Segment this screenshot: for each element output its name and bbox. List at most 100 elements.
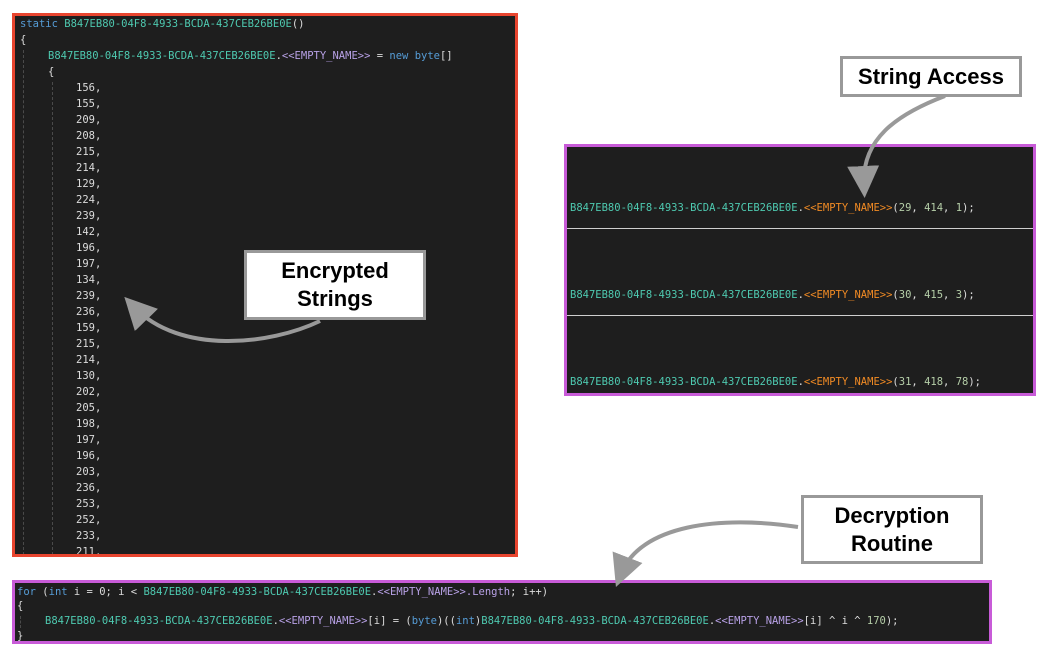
byte-comma: , bbox=[94, 466, 102, 478]
array-brackets: [] bbox=[439, 50, 453, 62]
encrypted-byte-value: 214, bbox=[76, 352, 101, 368]
indent-guide bbox=[52, 82, 53, 554]
byte-comma: , bbox=[94, 162, 102, 174]
for-loop-header: for (int i = 0; i < B847EB80-04F8-4933-B… bbox=[17, 584, 548, 600]
loop-init: i = 0; i < bbox=[67, 586, 144, 598]
callout-line: Encrypted bbox=[281, 258, 389, 283]
callout-line: String Access bbox=[858, 63, 1004, 89]
row-separator bbox=[567, 228, 1033, 229]
arg-length: 3 bbox=[955, 289, 963, 301]
encrypted-strings-code-panel: static B847EB80-04F8-4933-BCDA-437CEB26B… bbox=[12, 13, 518, 557]
row-separator bbox=[567, 315, 1033, 316]
encrypted-byte-value: 214, bbox=[76, 160, 101, 176]
byte-comma: , bbox=[94, 530, 102, 542]
byte-array-assignment: B847EB80-04F8-4933-BCDA-437CEB26BE0E.<<E… bbox=[48, 48, 453, 64]
arg-comma: , bbox=[943, 202, 956, 214]
encrypted-byte-value: 205, bbox=[76, 400, 101, 416]
encrypted-byte-value: 196, bbox=[76, 448, 101, 464]
byte-number: 203 bbox=[76, 466, 95, 478]
method-name: <<EMPTY_NAME>> bbox=[803, 376, 893, 388]
new-keyword: new bbox=[389, 50, 409, 62]
class-name: B847EB80-04F8-4933-BCDA-437CEB26BE0E bbox=[570, 289, 798, 301]
byte-comma: , bbox=[94, 418, 102, 430]
arg-comma: , bbox=[911, 289, 925, 301]
assign-equals: = bbox=[370, 50, 390, 62]
encrypted-byte-value: 236, bbox=[76, 304, 101, 320]
encrypted-byte-value: 253, bbox=[76, 496, 101, 512]
class-name: B847EB80-04F8-4933-BCDA-437CEB26BE0E bbox=[64, 18, 292, 30]
encrypted-byte-value: 159, bbox=[76, 320, 101, 336]
encrypted-byte-value: 203, bbox=[76, 464, 101, 480]
open-paren: ( bbox=[892, 289, 899, 301]
indent-guide bbox=[20, 616, 21, 628]
member-dot: . bbox=[272, 615, 279, 627]
arg-comma: , bbox=[943, 376, 956, 388]
byte-number: 134 bbox=[76, 274, 95, 286]
string-access-call: B847EB80-04F8-4933-BCDA-437CEB26BE0E.<<E… bbox=[570, 200, 975, 216]
statement-end: ); bbox=[885, 615, 899, 627]
callout-line: Routine bbox=[851, 530, 933, 556]
byte-number: 129 bbox=[76, 178, 95, 190]
byte-number: 253 bbox=[76, 498, 95, 510]
decryption-routine-arrow bbox=[612, 520, 799, 588]
byte-comma: , bbox=[94, 258, 102, 270]
class-name: B847EB80-04F8-4933-BCDA-437CEB26BE0E bbox=[481, 615, 709, 627]
byte-comma: , bbox=[94, 402, 102, 414]
byte-comma: , bbox=[94, 130, 102, 142]
arg-index: 29 bbox=[898, 202, 912, 214]
encrypted-strings-arrow bbox=[124, 296, 321, 343]
loop-open-brace: { bbox=[17, 600, 24, 612]
string-access-callout: String Access bbox=[840, 56, 1022, 97]
byte-number: 236 bbox=[76, 482, 95, 494]
byte-number: 224 bbox=[76, 194, 95, 206]
open-paren: ( bbox=[892, 376, 899, 388]
encrypted-byte-value: 202, bbox=[76, 384, 101, 400]
int-keyword: int bbox=[455, 615, 475, 627]
byte-comma: , bbox=[94, 98, 102, 110]
string-access-call: B847EB80-04F8-4933-BCDA-437CEB26BE0E.<<E… bbox=[570, 374, 981, 390]
byte-number: 155 bbox=[76, 98, 95, 110]
byte-comma: , bbox=[94, 82, 102, 94]
close-paren: ); bbox=[962, 289, 975, 301]
byte-number: 196 bbox=[76, 450, 95, 462]
string-access-arrow bbox=[847, 94, 946, 198]
method-name: <<EMPTY_NAME>> bbox=[803, 289, 893, 301]
encrypted-byte-value: 129, bbox=[76, 176, 101, 192]
encrypted-byte-value: 252, bbox=[76, 512, 101, 528]
class-name: B847EB80-04F8-4933-BCDA-437CEB26BE0E bbox=[570, 376, 798, 388]
byte-comma: , bbox=[94, 242, 102, 254]
byte-comma: , bbox=[94, 290, 102, 302]
byte-number: 211 bbox=[76, 546, 95, 557]
byte-number: 239 bbox=[76, 210, 95, 222]
cast-close: ) bbox=[474, 615, 482, 627]
call-dot: . bbox=[797, 202, 804, 214]
encrypted-byte-value: 233, bbox=[76, 528, 101, 544]
byte-number: 214 bbox=[76, 354, 95, 366]
byte-number: 239 bbox=[76, 290, 95, 302]
encrypted-byte-value: 134, bbox=[76, 272, 101, 288]
byte-comma: , bbox=[94, 322, 102, 334]
encrypted-byte-value: 197, bbox=[76, 256, 101, 272]
close-paren: ); bbox=[968, 376, 981, 388]
encrypted-byte-value: 215, bbox=[76, 144, 101, 160]
encrypted-byte-value: 211, bbox=[76, 544, 102, 557]
byte-comma: , bbox=[94, 498, 102, 510]
field-name: <<EMPTY_NAME>> bbox=[278, 615, 368, 627]
encrypted-byte-value: 215, bbox=[76, 336, 101, 352]
loop-close-brace: } bbox=[17, 630, 24, 642]
byte-number: 196 bbox=[76, 242, 95, 254]
encrypted-byte-value: 224, bbox=[76, 192, 101, 208]
encrypted-byte-value: 209, bbox=[76, 112, 101, 128]
byte-comma: , bbox=[94, 546, 102, 557]
byte-number: 215 bbox=[76, 146, 95, 158]
encrypted-byte-value: 197, bbox=[76, 432, 101, 448]
static-keyword: static bbox=[20, 18, 58, 30]
callout-line: Strings bbox=[297, 286, 373, 311]
byte-number: 236 bbox=[76, 306, 95, 318]
arg-length: 78 bbox=[955, 376, 969, 388]
byte-comma: , bbox=[94, 386, 102, 398]
field-name: <<EMPTY_NAME>> bbox=[377, 586, 466, 598]
cast-open: )(( bbox=[436, 615, 456, 627]
